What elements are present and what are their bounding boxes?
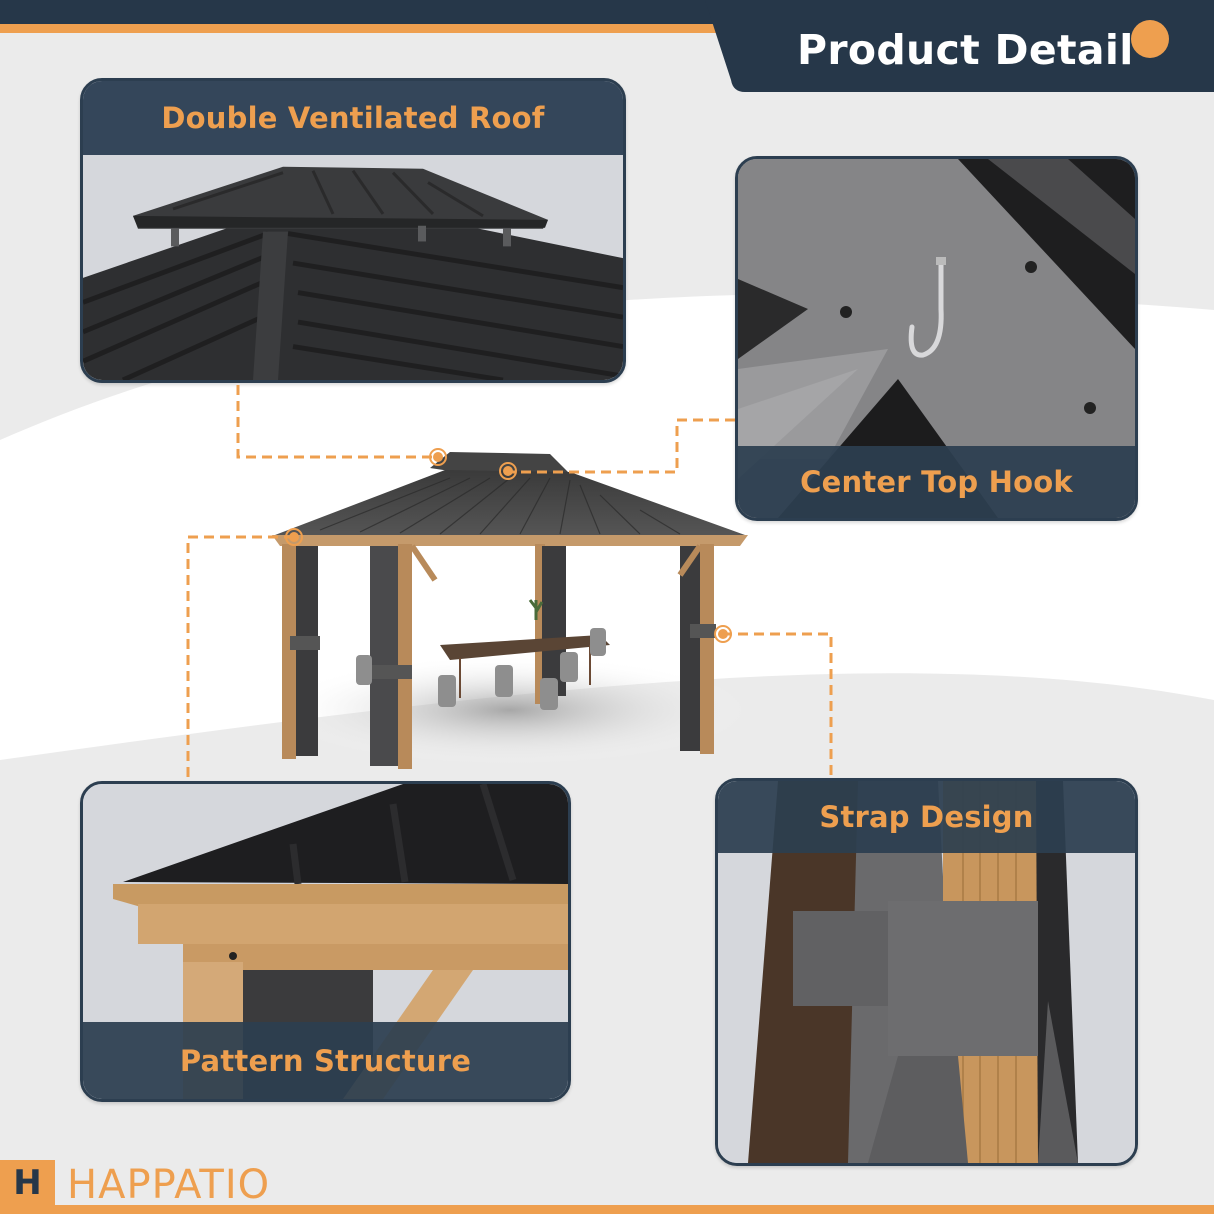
gazebo-illustration	[270, 452, 750, 769]
page-title: Product Detail	[797, 26, 1134, 74]
top-accent-stripe	[0, 24, 716, 33]
feature-card-pattern: Pattern Structure	[80, 781, 571, 1102]
brand-logo: H HAPPATIO	[0, 1160, 270, 1205]
feature-label-pattern: Pattern Structure	[83, 1022, 568, 1099]
feature-card-roof: Double Ventilated Roof	[80, 78, 626, 383]
feature-label-roof: Double Ventilated Roof	[83, 81, 623, 155]
header-panel	[705, 0, 1214, 92]
feature-label-hook: Center Top Hook	[738, 446, 1135, 518]
feature-card-strap: Strap Design	[715, 778, 1138, 1166]
roof-detail-image	[83, 155, 623, 380]
feature-label-strap: Strap Design	[718, 781, 1135, 853]
brand-name: HAPPATIO	[67, 1162, 271, 1208]
feature-card-hook: Center Top Hook	[735, 156, 1138, 521]
logo-mark: H	[0, 1160, 55, 1205]
header-accent-dot	[1131, 20, 1169, 58]
bottom-accent-stripe	[0, 1205, 1214, 1214]
